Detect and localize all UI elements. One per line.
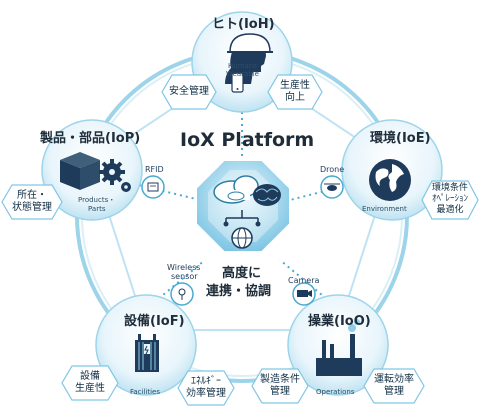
box-icon xyxy=(60,152,100,190)
benefit-location: 所在・ 状態管理 xyxy=(2,190,62,214)
benefit-productivity: 生産性 向上 xyxy=(268,80,322,104)
cloud-icon xyxy=(213,175,259,204)
benefit-environment-line-3: 最適化 xyxy=(436,204,464,215)
benefit-facility-line-2: 生産性 xyxy=(75,383,105,394)
node-ioe-title: 環境(IoE) xyxy=(370,131,431,146)
node-ioe-sub-1: Environment xyxy=(362,205,407,213)
hex-productivity xyxy=(267,74,323,110)
node-ioh-sub-2: Wearable xyxy=(226,70,259,78)
benefit-productivity-line-1: 生産性 xyxy=(280,80,310,91)
node-iop-title: 製品・部品(IoP) xyxy=(40,131,141,146)
hex-facility-productivity xyxy=(61,365,119,401)
hex-location xyxy=(1,184,63,220)
platform-title: IoX Platform xyxy=(180,129,315,151)
brain-icon xyxy=(253,184,281,206)
benefit-energy: ｴﾈﾙｷﾞｰ 効率管理 xyxy=(178,376,234,400)
node-ioo-title: 操業(IoO) xyxy=(308,314,371,329)
node-iof-title: 設備(IoF) xyxy=(124,314,185,329)
benefit-facility-line-1: 設備 xyxy=(80,371,100,382)
benefit-manufacturing: 製造条件 管理 xyxy=(252,374,308,398)
benefit-energy-line-1: ｴﾈﾙｷﾞｰ xyxy=(191,376,221,387)
hex-energy xyxy=(177,370,235,406)
benefit-energy-line-2: 効率管理 xyxy=(186,388,226,399)
hex-safety xyxy=(161,74,217,110)
benefit-environment-line-1: 環境条件 xyxy=(431,183,468,193)
benefit-hexagons xyxy=(1,74,479,406)
benefit-environment-line-2: ｵﾍﾟﾚｰｼｮﾝ xyxy=(431,193,468,204)
hex-manufacturing xyxy=(251,368,309,404)
benefit-productivity-line-2: 向上 xyxy=(285,92,305,103)
globe-icon xyxy=(369,159,411,201)
rfid-icon xyxy=(141,175,165,199)
gears-icon xyxy=(99,159,131,192)
node-iop-sub-1: Products・ xyxy=(78,196,116,204)
transformer-icon xyxy=(135,334,159,372)
factory-icon xyxy=(316,319,362,376)
node-ioo-circle xyxy=(287,294,389,396)
benefit-location-line-1: 所在・ xyxy=(17,190,47,201)
node-iop-sub-2: Parts xyxy=(88,205,106,213)
network-icon xyxy=(223,210,261,249)
sensor-icon xyxy=(170,282,194,306)
benefit-environment: 環境条件 ｵﾍﾟﾚｰｼｮﾝ 最適化 xyxy=(422,183,478,215)
benefit-facility-productivity: 設備 生産性 xyxy=(62,371,118,395)
benefit-operation-line-2: 管理 xyxy=(384,386,404,397)
connector-sensor-label: sensor xyxy=(171,272,198,281)
connector-wireless-label: Wireless xyxy=(167,263,201,272)
smartphone-icon xyxy=(231,72,244,93)
node-ioo-sub-1: Operations xyxy=(316,388,355,396)
center-caption-line-2: 連携・協調 xyxy=(206,284,272,299)
benefit-safety-line-1: 安全管理 xyxy=(169,86,209,97)
connector-drone-label: Drone xyxy=(320,165,345,174)
connector-camera-label: Camera xyxy=(288,276,320,285)
hex-environment xyxy=(421,180,479,220)
connector-devices xyxy=(141,175,344,306)
node-ioh-sub-1: Humans xyxy=(228,62,257,70)
node-iof-sub-1: Facilities xyxy=(130,388,160,396)
benefit-operation: 運転効率 管理 xyxy=(364,374,424,398)
center-hub xyxy=(195,159,291,253)
benefit-operation-line-1: 運転効率 xyxy=(374,374,414,385)
connector-rfid-label: RFID xyxy=(145,165,164,174)
node-ioh-title: ヒト(IoH) xyxy=(212,17,275,32)
benefit-safety: 安全管理 xyxy=(162,86,216,98)
benefit-manufacturing-line-2: 管理 xyxy=(270,386,290,397)
benefit-location-line-2: 状態管理 xyxy=(12,202,52,213)
benefit-manufacturing-line-1: 製造条件 xyxy=(260,374,300,385)
center-caption-line-1: 高度に xyxy=(222,266,262,281)
hex-operation xyxy=(363,368,425,404)
